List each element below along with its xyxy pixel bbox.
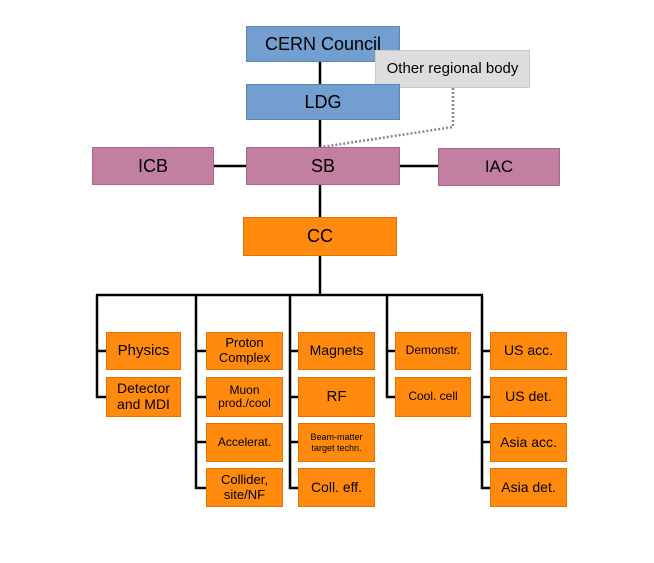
other-regional-body-box: Other regional body (375, 50, 530, 88)
cc-box: CC (243, 217, 397, 256)
coll-eff-box: Coll. eff. (298, 468, 375, 507)
us-acc-label: US acc. (503, 342, 553, 359)
accelerat-label: Accelerat. (217, 434, 272, 449)
asia-det-label: Asia det. (501, 478, 556, 495)
other-regional-body-label: Other regional body (386, 59, 519, 77)
rf-label: RF (326, 387, 347, 405)
cern-council-box: CERN Council (246, 26, 400, 62)
branch-col1 (95, 295, 106, 399)
cool-cell-box: Cool. cell (395, 377, 471, 417)
us-acc-box: US acc. (490, 332, 567, 370)
ldg-box: LDG (246, 84, 400, 120)
branch-col3 (288, 295, 298, 490)
sb-label: SB (310, 155, 335, 176)
detector-mdi-box: Detector and MDI (106, 377, 181, 417)
iac-label: IAC (484, 157, 514, 177)
beam-matter-box: Beam-matter target techn. (298, 423, 375, 462)
muon-prod-cool-label: Muon prod./cool (218, 382, 271, 410)
demonstr-label: Demonstr. (405, 343, 461, 358)
asia-acc-label: Asia acc. (500, 433, 557, 450)
asia-det-box: Asia det. (490, 468, 567, 507)
physics-label: Physics (117, 341, 170, 359)
asia-acc-box: Asia acc. (490, 423, 567, 462)
accelerat-box: Accelerat. (206, 423, 283, 462)
collider-site-nf-box: Collider, site/NF (206, 468, 283, 507)
us-det-box: US det. (490, 377, 567, 417)
ldg-label: LDG (304, 91, 342, 112)
collider-site-nf-label: Collider, site/NF (221, 471, 268, 502)
dotted-link-other-sb (321, 88, 455, 149)
coll-eff-label: Coll. eff. (310, 478, 363, 495)
muon-prod-cool-box: Muon prod./cool (206, 377, 283, 417)
sb-box: SB (246, 147, 400, 185)
cc-label: CC (307, 226, 333, 247)
rf-box: RF (298, 377, 375, 417)
detector-mdi-label: Detector and MDI (117, 380, 170, 412)
branch-col5 (480, 295, 490, 490)
proton-complex-label: Proton Complex (218, 335, 271, 365)
beam-matter-label: Beam-matter target techn. (310, 432, 363, 453)
icb-box: ICB (92, 147, 214, 185)
iac-box: IAC (438, 148, 560, 186)
magnets-box: Magnets (298, 332, 375, 370)
physics-box: Physics (106, 332, 181, 370)
icb-label: ICB (137, 155, 168, 176)
demonstr-box: Demonstr. (395, 332, 471, 370)
cern-council-label: CERN Council (264, 33, 382, 54)
branch-col4 (385, 295, 395, 399)
cool-cell-label: Cool. cell (408, 389, 458, 404)
us-det-label: US det. (505, 388, 552, 405)
proton-complex-box: Proton Complex (206, 332, 283, 370)
magnets-label: Magnets (309, 342, 364, 359)
branch-col2 (194, 295, 206, 490)
